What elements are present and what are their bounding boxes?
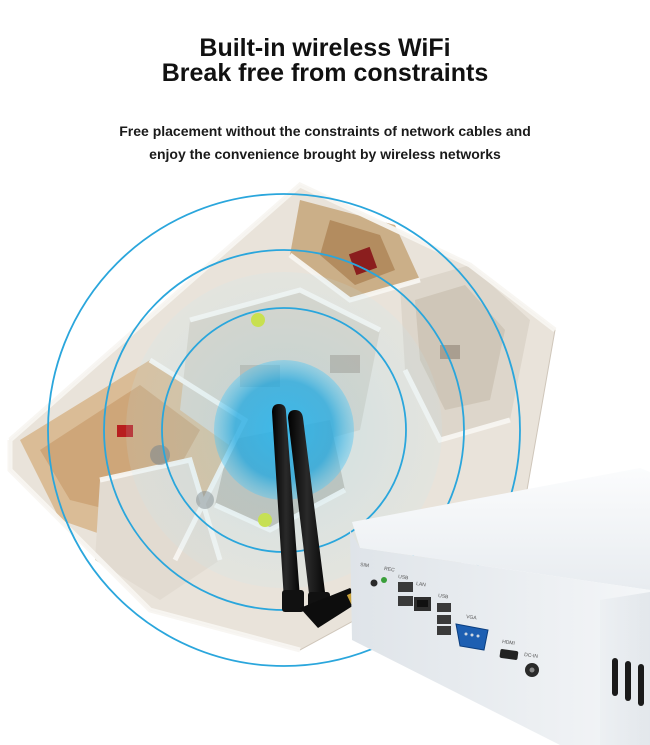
audio-ports: [370, 577, 387, 587]
headline-line-1: Built-in wireless WiFi: [199, 34, 451, 62]
port-label-sim: SIM: [360, 562, 370, 569]
port-label-dc-in: DC-IN: [524, 652, 539, 660]
subtext-line-2: enjoy the convenience brought by wireles…: [149, 146, 501, 162]
subtext: Free placement without the constraints o…: [0, 120, 650, 166]
port-label-hdmi: HDMI: [502, 639, 515, 647]
dc-in-port: [525, 663, 539, 677]
port-label-usb-a: USB: [398, 574, 410, 581]
port-label-vga: VGA: [466, 614, 478, 622]
headline: Built-in wireless WiFi Break free from c…: [0, 36, 650, 86]
usb-port: [398, 582, 413, 606]
mini-pc-device: SIM REC USB LAN USB VGA HDMI DC-IN: [350, 468, 650, 745]
port-label-lan: LAN: [416, 581, 427, 588]
port-label-rec: REC: [384, 566, 396, 573]
headline-line-2: Break free from constraints: [161, 59, 489, 87]
vga-port: [455, 623, 489, 651]
wifi-antenna-icon: [272, 404, 372, 628]
lan-port: [414, 597, 431, 611]
usb-port-2: [437, 603, 451, 635]
subtext-line-1: Free placement without the constraints o…: [119, 123, 531, 139]
hdmi-port: [499, 649, 519, 660]
port-label-usb-b: USB: [438, 593, 450, 600]
